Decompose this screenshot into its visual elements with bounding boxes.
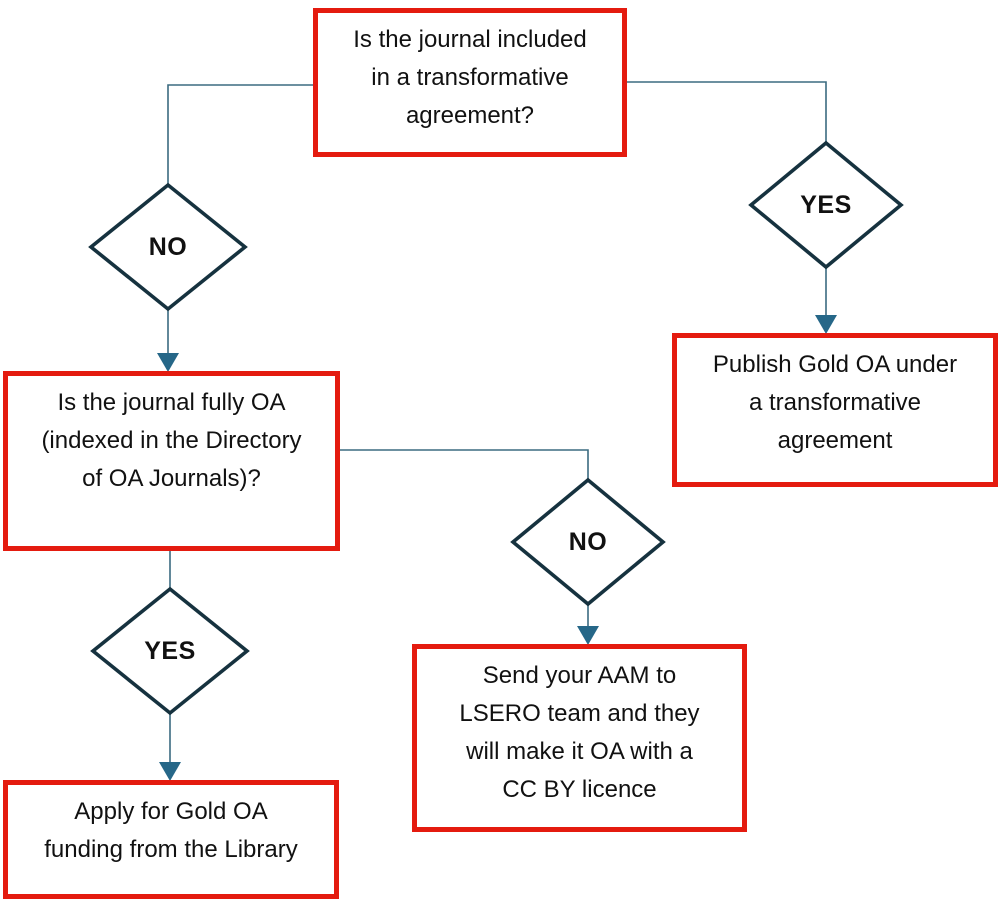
- node-question-transformative-agreement-text: Is the journal included in a transformat…: [353, 26, 587, 129]
- arrowhead-down-yes1: [815, 315, 837, 334]
- node-question-fully-oa: Is the journal fully OA (indexed in the …: [3, 371, 340, 551]
- node-outcome-apply-gold-funding-text: Apply for Gold OA funding from the Libra…: [44, 798, 298, 863]
- connector-q2-to-no2: [339, 449, 589, 481]
- node-question-transformative-agreement: Is the journal included in a transformat…: [313, 8, 627, 157]
- decision-label-yes-transformative: YES: [800, 190, 852, 219]
- decision-diamond-no-fully-oa: [510, 477, 666, 607]
- arrowhead-down-no2: [577, 626, 599, 645]
- decision-diamond-yes-fully-oa: [90, 586, 250, 716]
- connector-q1-to-yes1: [627, 81, 827, 144]
- node-outcome-publish-gold-oa-text: Publish Gold OA under a transformative a…: [712, 351, 958, 454]
- arrowhead-down-yes2: [159, 762, 181, 781]
- arrowhead-down-no1: [157, 353, 179, 372]
- node-outcome-apply-gold-funding: Apply for Gold OA funding from the Libra…: [3, 780, 339, 899]
- decision-label-yes-fully-oa: YES: [144, 636, 196, 665]
- connector-q1-to-no1: [167, 84, 313, 186]
- node-outcome-publish-gold-oa: Publish Gold OA under a transformative a…: [672, 333, 998, 487]
- node-question-fully-oa-text: Is the journal fully OA (indexed in the …: [41, 389, 302, 492]
- decision-diamond-no-transformative: [88, 182, 248, 312]
- decision-label-no-transformative: NO: [148, 232, 188, 261]
- node-outcome-send-aam: Send your AAM to LSERO team and they wil…: [412, 644, 747, 832]
- decision-diamond-yes-transformative: [748, 140, 904, 270]
- node-outcome-send-aam-text: Send your AAM to LSERO team and they wil…: [459, 662, 700, 803]
- decision-label-no-fully-oa: NO: [568, 527, 608, 556]
